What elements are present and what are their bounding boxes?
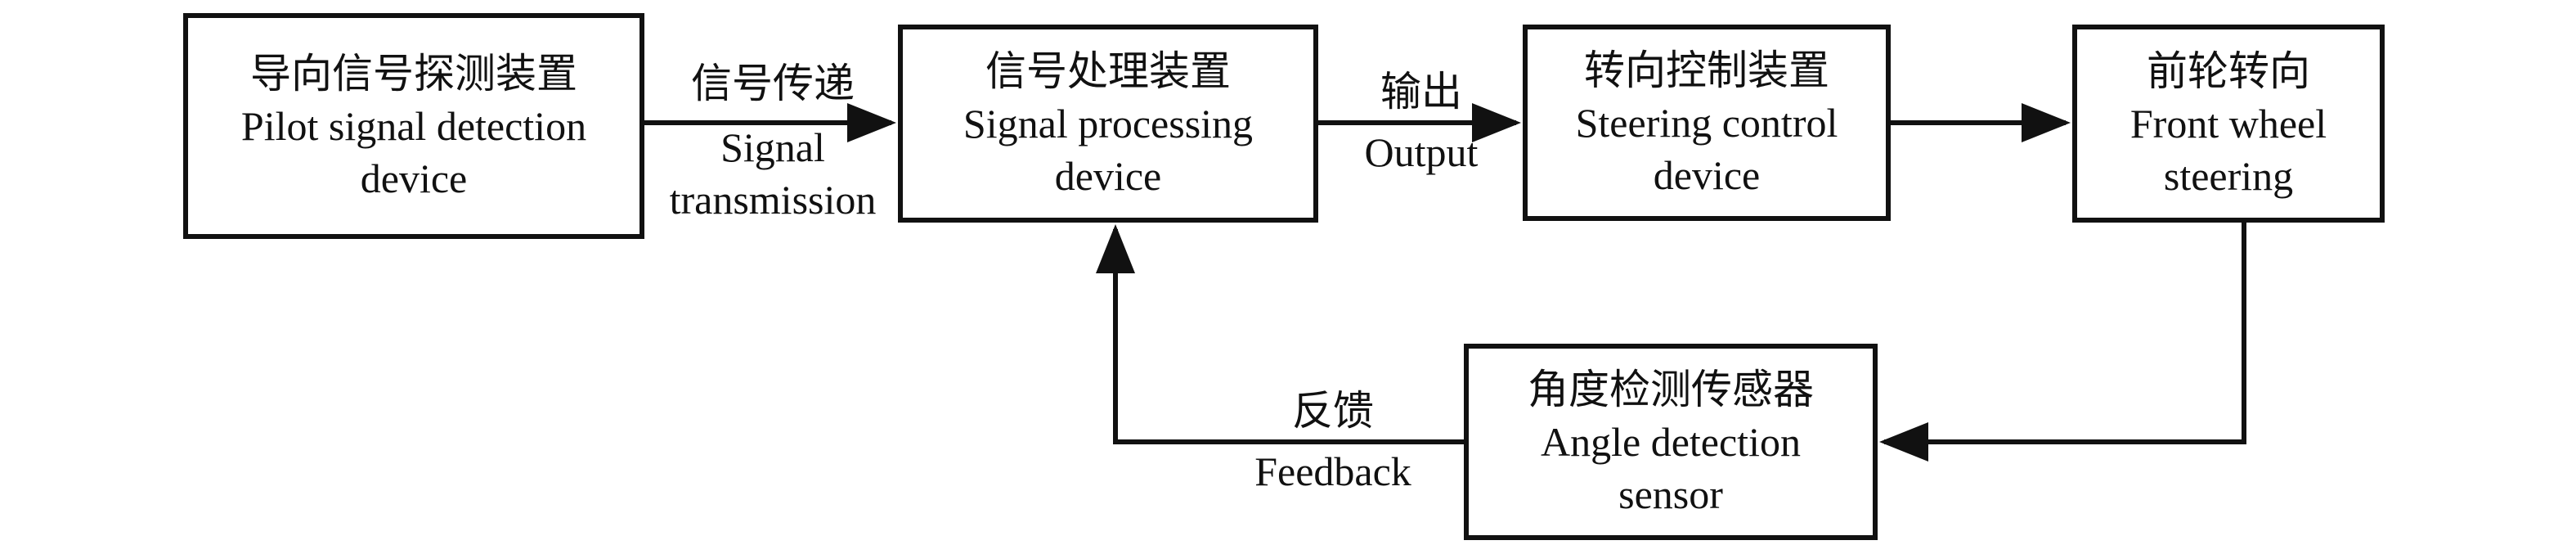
node-label-en: device	[1653, 152, 1761, 198]
node-label-en: Front wheel	[2129, 101, 2327, 146]
node-angle-detection-sensor: 角度检测传感器 Angle detection sensor	[1464, 344, 1878, 540]
arrow-sensor-feedback-to-processing	[1096, 224, 1464, 444]
node-label-zh: 转向控制装置	[1584, 47, 1829, 94]
node-label-en: sensor	[1618, 471, 1723, 517]
edge-label-en: Output	[1364, 129, 1479, 175]
node-pilot-signal-detection-device: 导向信号探测装置 Pilot signal detection device	[183, 13, 644, 239]
node-label-en: Angle detection	[1541, 419, 1801, 465]
edge-label-feedback: 反馈 Feedback	[1202, 385, 1464, 498]
node-front-wheel-steering: 前轮转向 Front wheel steering	[2072, 25, 2385, 223]
edge-label-en: transmission	[669, 177, 877, 223]
node-label-en: device	[360, 155, 468, 201]
node-label-zh: 导向信号探测装置	[250, 50, 577, 97]
node-label-en: Signal processing	[963, 101, 1254, 146]
node-label-en: device	[1054, 153, 1162, 199]
node-label-en: Pilot signal detection	[240, 103, 587, 149]
node-label-en: Steering control	[1575, 100, 1838, 146]
edge-label-zh: 输出	[1380, 68, 1462, 115]
node-label-zh: 前轮转向	[2147, 47, 2310, 95]
edge-label-zh: 信号传递	[691, 60, 855, 107]
node-signal-processing-device: 信号处理装置 Signal processing device	[898, 25, 1318, 223]
node-label-zh: 角度检测传感器	[1528, 366, 1814, 413]
node-steering-control-device: 转向控制装置 Steering control device	[1523, 25, 1891, 221]
edge-label-signal-transmission: 信号传递 Signal transmission	[646, 57, 900, 226]
node-label-zh: 信号处理装置	[985, 47, 1231, 95]
edge-label-en: Signal	[720, 124, 825, 170]
node-label-en: steering	[2163, 153, 2294, 199]
edge-label-en: Feedback	[1254, 448, 1411, 494]
arrow-front-wheel-to-sensor	[1879, 223, 2246, 462]
edge-label-zh: 反馈	[1292, 387, 1374, 435]
edge-label-output: 输出 Output	[1322, 65, 1521, 178]
